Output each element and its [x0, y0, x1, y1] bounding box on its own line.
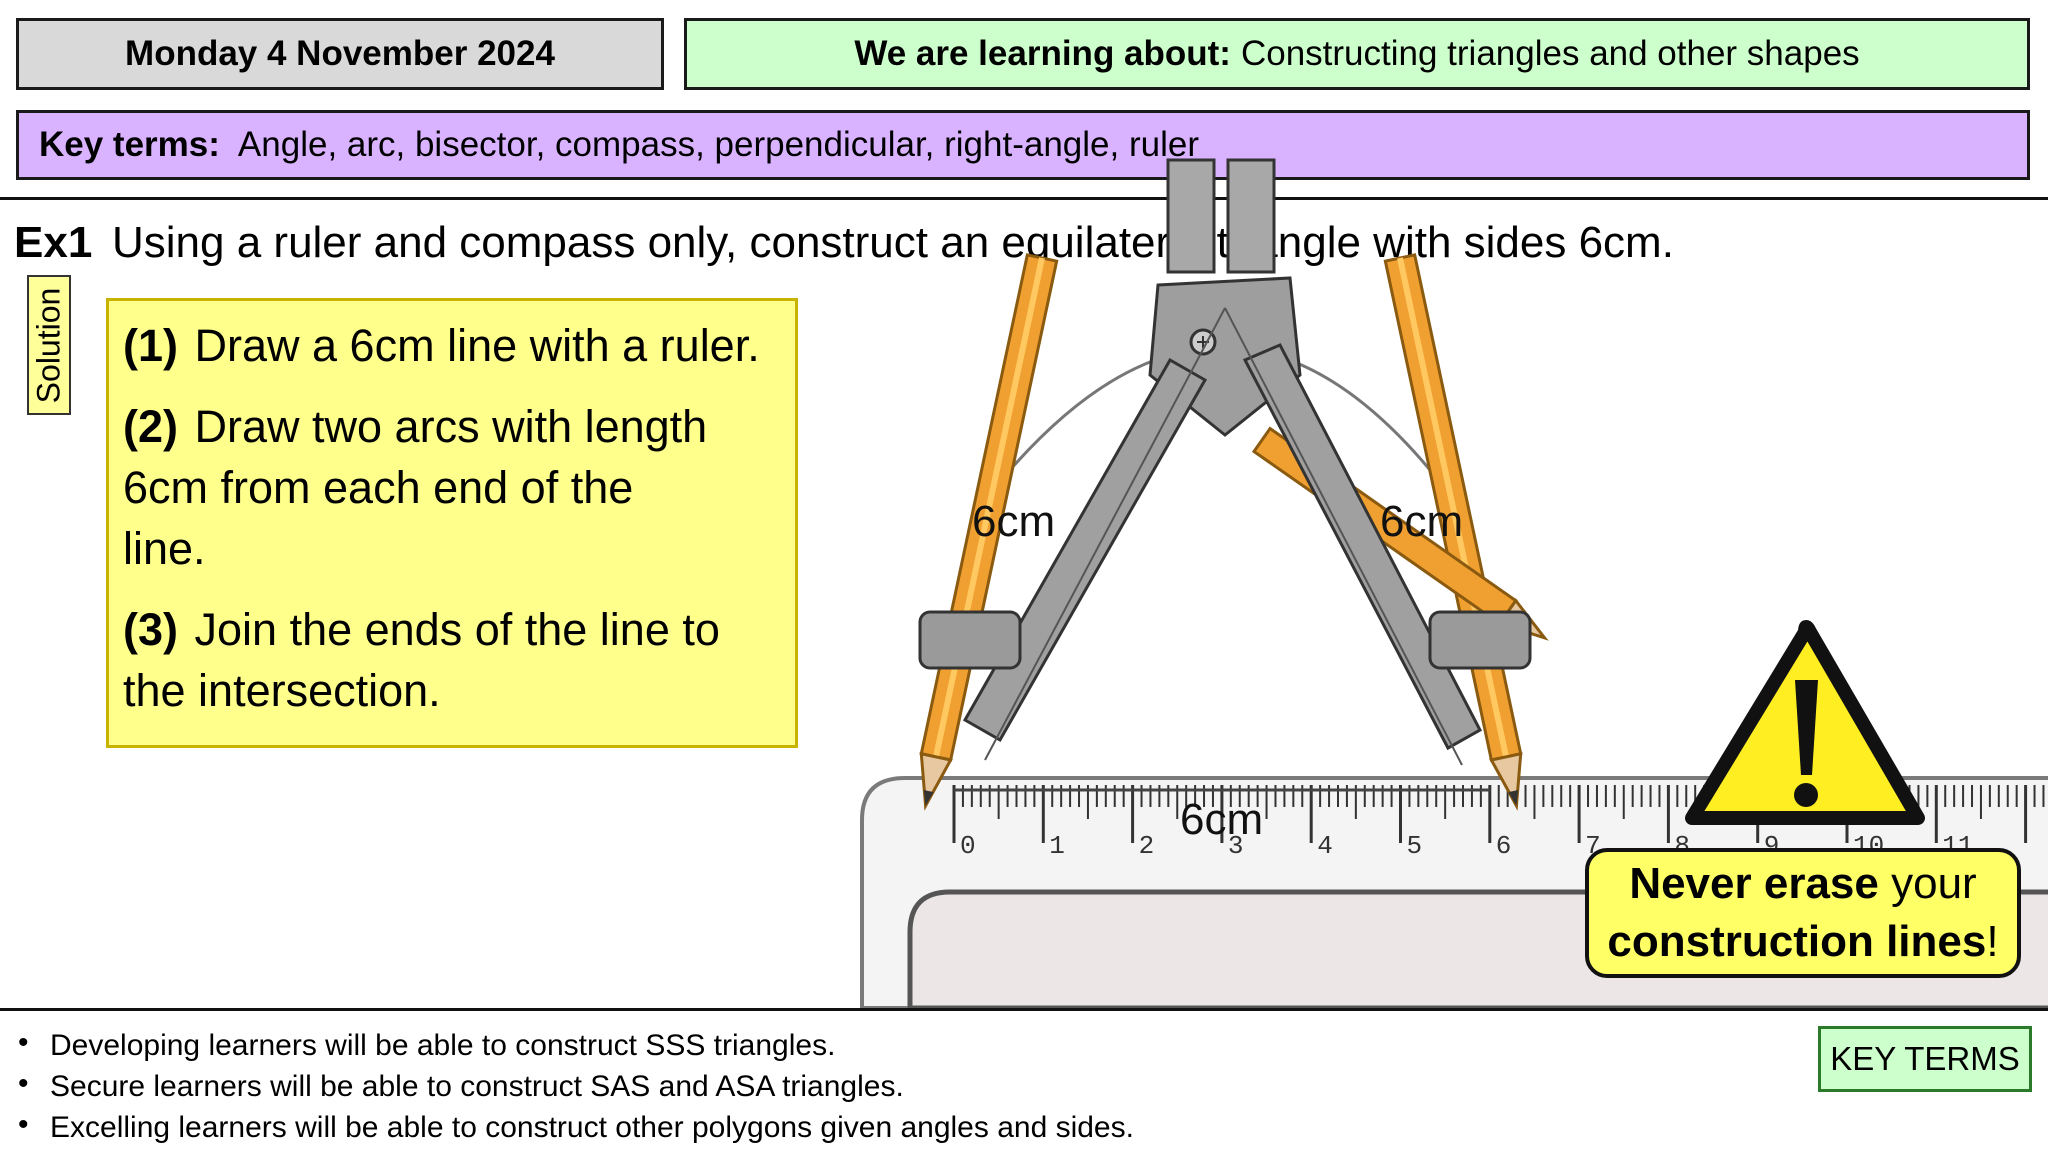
example-label: Ex1	[14, 218, 93, 267]
ruler-number: 4	[1317, 831, 1333, 861]
learning-topic: Constructing triangles and other shapes	[1240, 34, 1860, 73]
objective-excelling: Excelling learners will be able to const…	[16, 1104, 1134, 1148]
ruler-number: 1	[1049, 831, 1065, 861]
date-text: Monday 4 November 2024	[125, 34, 555, 73]
ruler-number: 6	[1496, 831, 1512, 861]
key-terms-list: Angle, arc, bisector, compass, perpendic…	[237, 125, 1199, 164]
step-2-number: (2)	[123, 401, 178, 452]
key-terms-box: Key terms: Angle, arc, bisector, compass…	[16, 110, 2030, 180]
step-1: (1) Draw a 6cm line with a ruler.	[123, 315, 781, 376]
date-box: Monday 4 November 2024	[16, 18, 664, 90]
step-1-number: (1)	[123, 320, 178, 371]
warning-line-1: Never erase your	[1629, 855, 1976, 913]
ruler-number: 5	[1407, 831, 1423, 861]
step-2: (2) Draw two arcs with length 6cm from e…	[123, 396, 723, 579]
side-right-label: 6cm	[1380, 497, 1463, 546]
warning-triangle-icon	[1685, 620, 1925, 825]
objective-developing: Developing learners will be able to cons…	[16, 1022, 1134, 1066]
step-3: (3) Join the ends of the line to the int…	[123, 599, 723, 721]
footer-divider	[0, 1008, 2048, 1011]
header-divider	[0, 197, 2048, 200]
ruler-number: 0	[960, 831, 976, 861]
warning-bold-2: construction lines	[1607, 917, 1987, 966]
warning-normal-2: !	[1986, 917, 1999, 966]
success-criteria-list: Developing learners will be able to cons…	[16, 1022, 1134, 1148]
step-1-text: Draw a 6cm line with a ruler.	[194, 320, 760, 371]
objective-secure: Secure learners will be able to construc…	[16, 1063, 1134, 1107]
side-left-label: 6cm	[972, 497, 1055, 546]
warning-bold-1: Never erase	[1629, 859, 1879, 908]
step-3-number: (3)	[123, 604, 178, 655]
key-terms-label: Key terms:	[39, 125, 220, 164]
key-terms-button[interactable]: KEY TERMS	[1818, 1026, 2032, 1092]
learning-label: We are learning about:	[854, 34, 1231, 73]
warning-line-2: construction lines!	[1607, 913, 1998, 971]
solution-steps: (1) Draw a 6cm line with a ruler. (2) Dr…	[106, 298, 798, 748]
ruler-number: 2	[1139, 831, 1155, 861]
solution-tab[interactable]: Solution	[27, 275, 71, 415]
side-base-label: 6cm	[1180, 795, 1263, 844]
step-3-text: Join the ends of the line to the interse…	[123, 604, 720, 716]
step-2-text: Draw two arcs with length 6cm from each …	[123, 401, 708, 574]
warning-normal-1: your	[1891, 859, 1977, 908]
warning-note: Never erase your construction lines!	[1585, 848, 2021, 978]
ruler-number: 3	[1228, 831, 1244, 861]
compass-icon	[918, 158, 1532, 766]
learning-objective-box: We are learning about: Constructing tria…	[684, 18, 2030, 90]
